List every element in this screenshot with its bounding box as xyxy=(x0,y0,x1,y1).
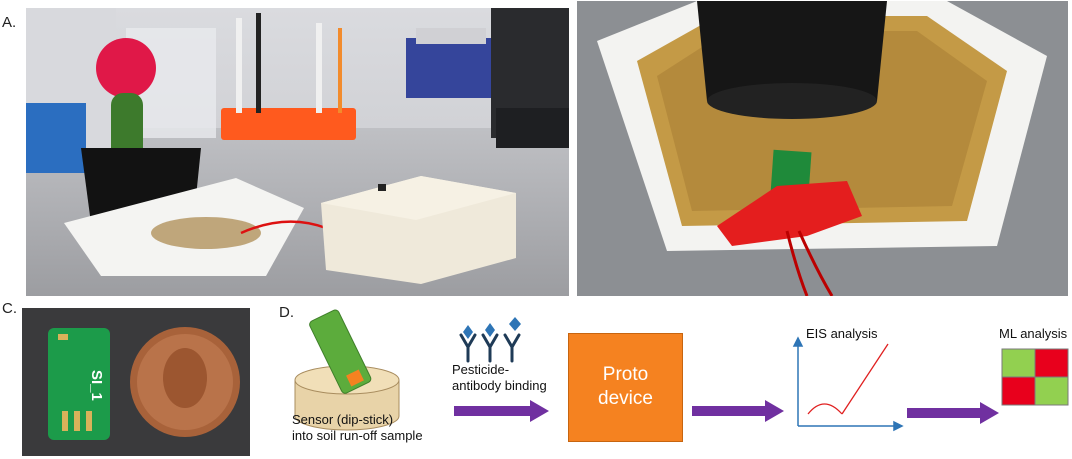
photo-a-cactus-setup xyxy=(26,8,569,296)
photo-c-sensor-and-penny: SI_1 xyxy=(22,308,250,456)
binding-label-line2: antibody binding xyxy=(452,378,547,393)
proto-device-box: Proto device xyxy=(568,333,683,442)
sensor-caption-line2: into soil run-off sample xyxy=(292,428,423,443)
sensor-label-text: SI_1 xyxy=(88,370,105,401)
panel-label-a: A. xyxy=(2,14,17,31)
flow-arrow-2 xyxy=(692,400,784,422)
antibody-binding-icon xyxy=(459,317,521,363)
eis-nyquist-plot xyxy=(792,336,904,432)
eis-analysis-title: EIS analysis xyxy=(806,326,878,341)
proto-device-label-line2: device xyxy=(598,388,653,409)
sensor-caption-line1: Sensor (dip-stick) xyxy=(292,412,394,427)
ml-analysis-title: ML analysis xyxy=(999,326,1068,341)
flow-arrow-1 xyxy=(454,400,549,422)
ml-confusion-grid xyxy=(1001,348,1069,406)
binding-label-line1: Pesticide- xyxy=(452,362,510,377)
photo-b-tray-closeup xyxy=(577,1,1068,296)
proto-device-label-line1: Proto xyxy=(602,364,649,385)
flow-arrow-3 xyxy=(907,402,999,424)
panel-label-c: C. xyxy=(2,300,17,317)
sensor-in-sample-graphic xyxy=(294,309,400,431)
panel-label-d: D. xyxy=(279,304,294,321)
